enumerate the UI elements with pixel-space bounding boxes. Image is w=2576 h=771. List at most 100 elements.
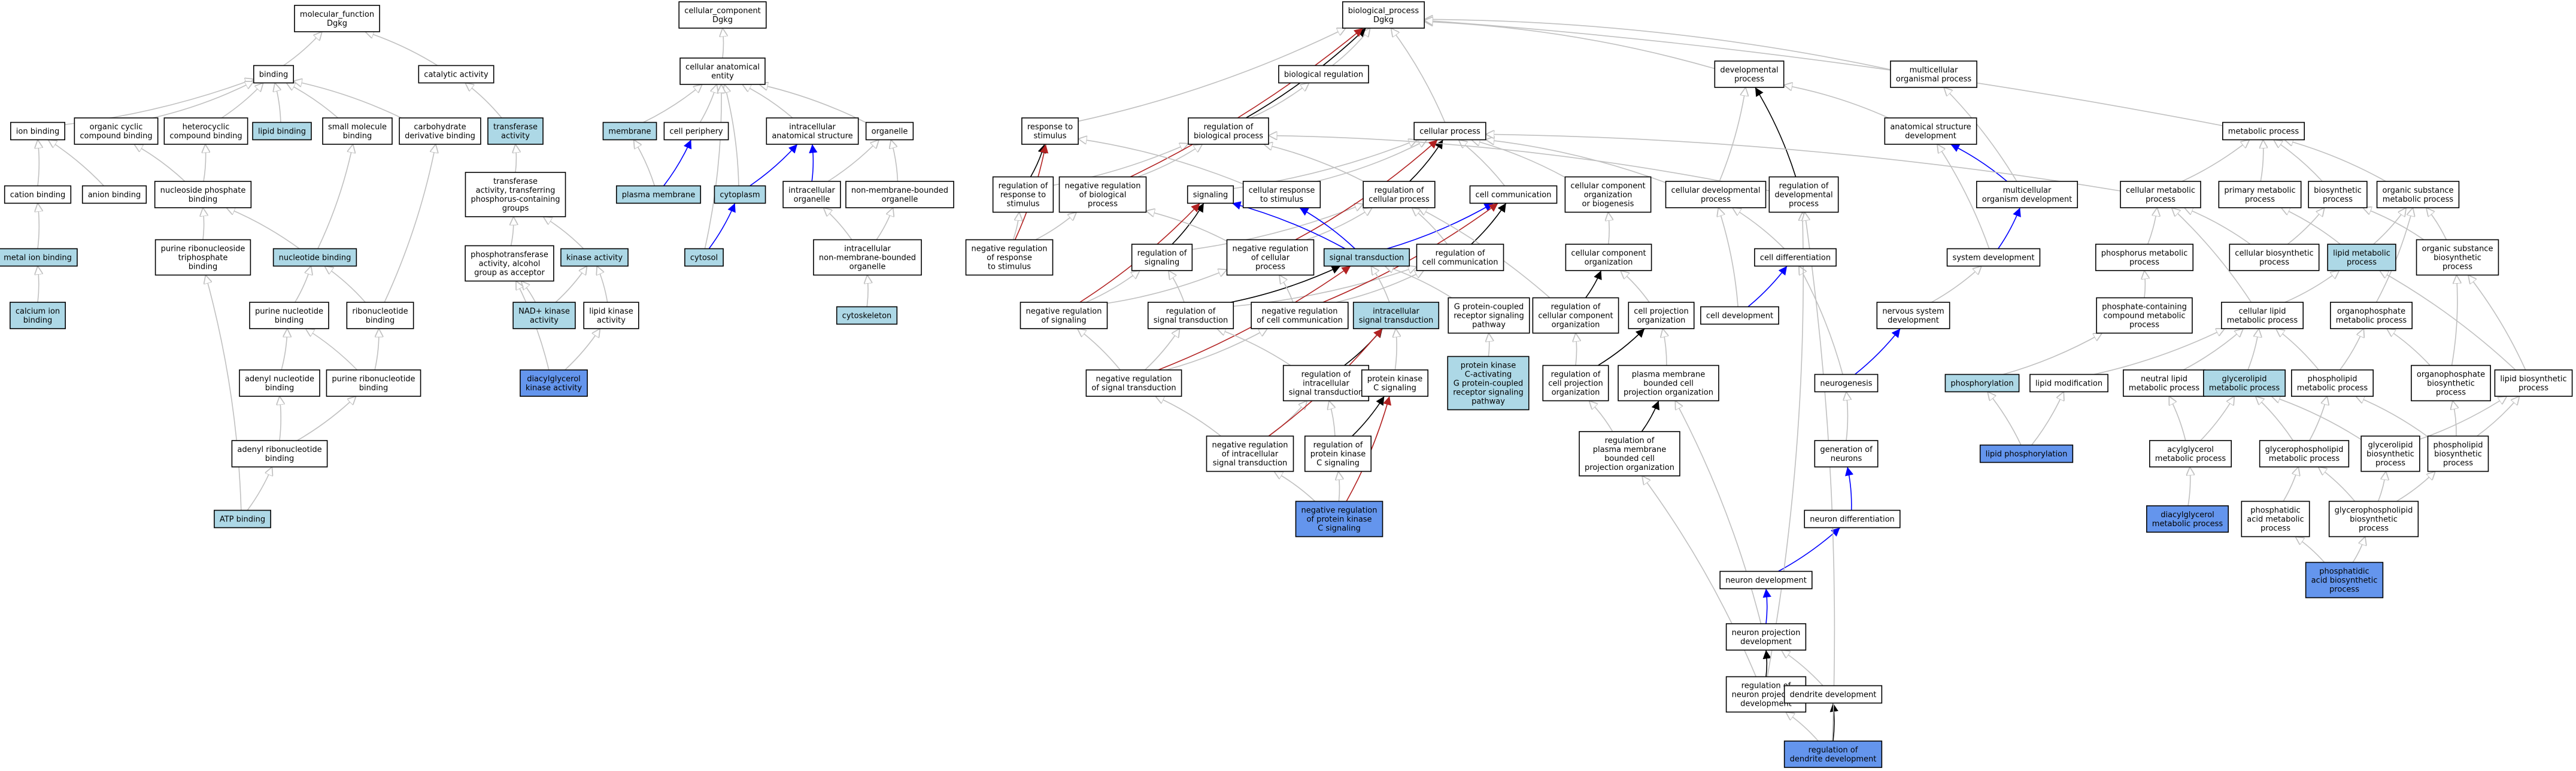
edge-gray [1988, 392, 2022, 445]
edge-gray [1137, 144, 1202, 178]
node-label: binding [359, 384, 388, 393]
edge-gray [465, 83, 502, 119]
node-label: anatomical structure [1890, 123, 1971, 132]
node-box [2259, 440, 2350, 468]
edge-gray [221, 83, 263, 119]
edge-gray [1144, 329, 1179, 371]
node-label: organization [1584, 191, 1633, 200]
node-label: binding [259, 71, 288, 80]
node-label: of intracellular [1222, 450, 1279, 459]
node-box [1700, 306, 1779, 325]
node-label: cellular metabolic [2126, 186, 2195, 195]
node-label: to stimulus [988, 263, 1031, 272]
node-box [2229, 244, 2320, 271]
edge-gray [1078, 329, 1121, 371]
node-label: activity [597, 316, 626, 325]
node-box [487, 117, 544, 145]
edge-blue [663, 139, 692, 186]
edge-gray [2387, 329, 2431, 366]
node-label: dendrite development [1790, 691, 1877, 700]
edge-gray [2261, 140, 2264, 182]
node-cation-binding: cation binding [4, 185, 72, 204]
edge-blue [1854, 328, 1901, 375]
edge-gray [2396, 472, 2435, 502]
node-box [1783, 685, 1883, 704]
node-label: groups [502, 204, 529, 213]
node-label: phosphatidic [2250, 506, 2300, 515]
node-box [766, 117, 859, 145]
edge-gray [275, 83, 281, 123]
node-box [1944, 374, 2020, 393]
node-label: dendrite development [1790, 755, 1877, 764]
node-label: intracellular [788, 186, 835, 195]
node-label: organophosphate [2337, 307, 2405, 316]
node-label: G protein-coupled [1454, 303, 1524, 312]
node-box [1416, 244, 1504, 271]
node-box [583, 302, 639, 329]
node-label: development [1740, 700, 1792, 709]
edge-gray [2256, 396, 2294, 441]
node-label: lipid kinase [589, 307, 633, 316]
node-intra-non-mem: intracellularnon-membrane-boundedorganel… [813, 239, 922, 276]
node-box [2096, 297, 2193, 334]
edge-black [1762, 649, 1771, 677]
node-label: regulation of [1313, 441, 1363, 450]
node-neuron-dev: neuron development [1719, 570, 1813, 590]
node-label: lipid biosynthetic [2500, 375, 2566, 384]
node-box [1714, 60, 1785, 88]
edge-gray [1336, 271, 1424, 303]
node-label: process [2519, 384, 2548, 393]
node-label: bounded cell [1643, 380, 1694, 388]
edge-layer [38, 19, 2526, 742]
node-box [465, 245, 554, 282]
node-label: organization [1585, 258, 1633, 267]
edge-gray [1269, 135, 1770, 192]
edge-gray [1846, 392, 1847, 441]
node-label: phosphorus metabolic [2101, 249, 2187, 258]
edge-blue [1950, 144, 2008, 182]
node-box [813, 239, 922, 276]
node-box [1814, 374, 1879, 393]
edge-gray [2295, 537, 2325, 563]
edge-gray [1155, 396, 1221, 437]
node-label: cell differentiation [1760, 254, 1831, 263]
node-label: ion binding [16, 128, 59, 136]
node-metabolic: metabolic process [2222, 122, 2305, 141]
edge-gray [2281, 208, 2341, 245]
node-box [4, 185, 72, 204]
node-label: stimulus [1006, 200, 1039, 209]
edge-gray [38, 204, 39, 249]
edge-black [1352, 396, 1385, 437]
node-label: regulation of [1204, 123, 1254, 132]
node-box [1665, 181, 1767, 208]
edge-gray [1424, 20, 2223, 126]
edge-blue [1778, 527, 1841, 572]
node-box [1804, 509, 1901, 529]
edge-gray [1146, 211, 1227, 242]
edge-gray [1488, 333, 1489, 357]
node-label: of protein kinase [1306, 515, 1372, 524]
node-box [154, 239, 251, 276]
node-label: signal transduction [1213, 459, 1288, 468]
edge-gray [2172, 208, 2252, 303]
edge-blue [750, 144, 798, 187]
node-box [1628, 302, 1695, 329]
node-box [2360, 435, 2420, 472]
node-label: to stimulus [1260, 195, 1303, 204]
